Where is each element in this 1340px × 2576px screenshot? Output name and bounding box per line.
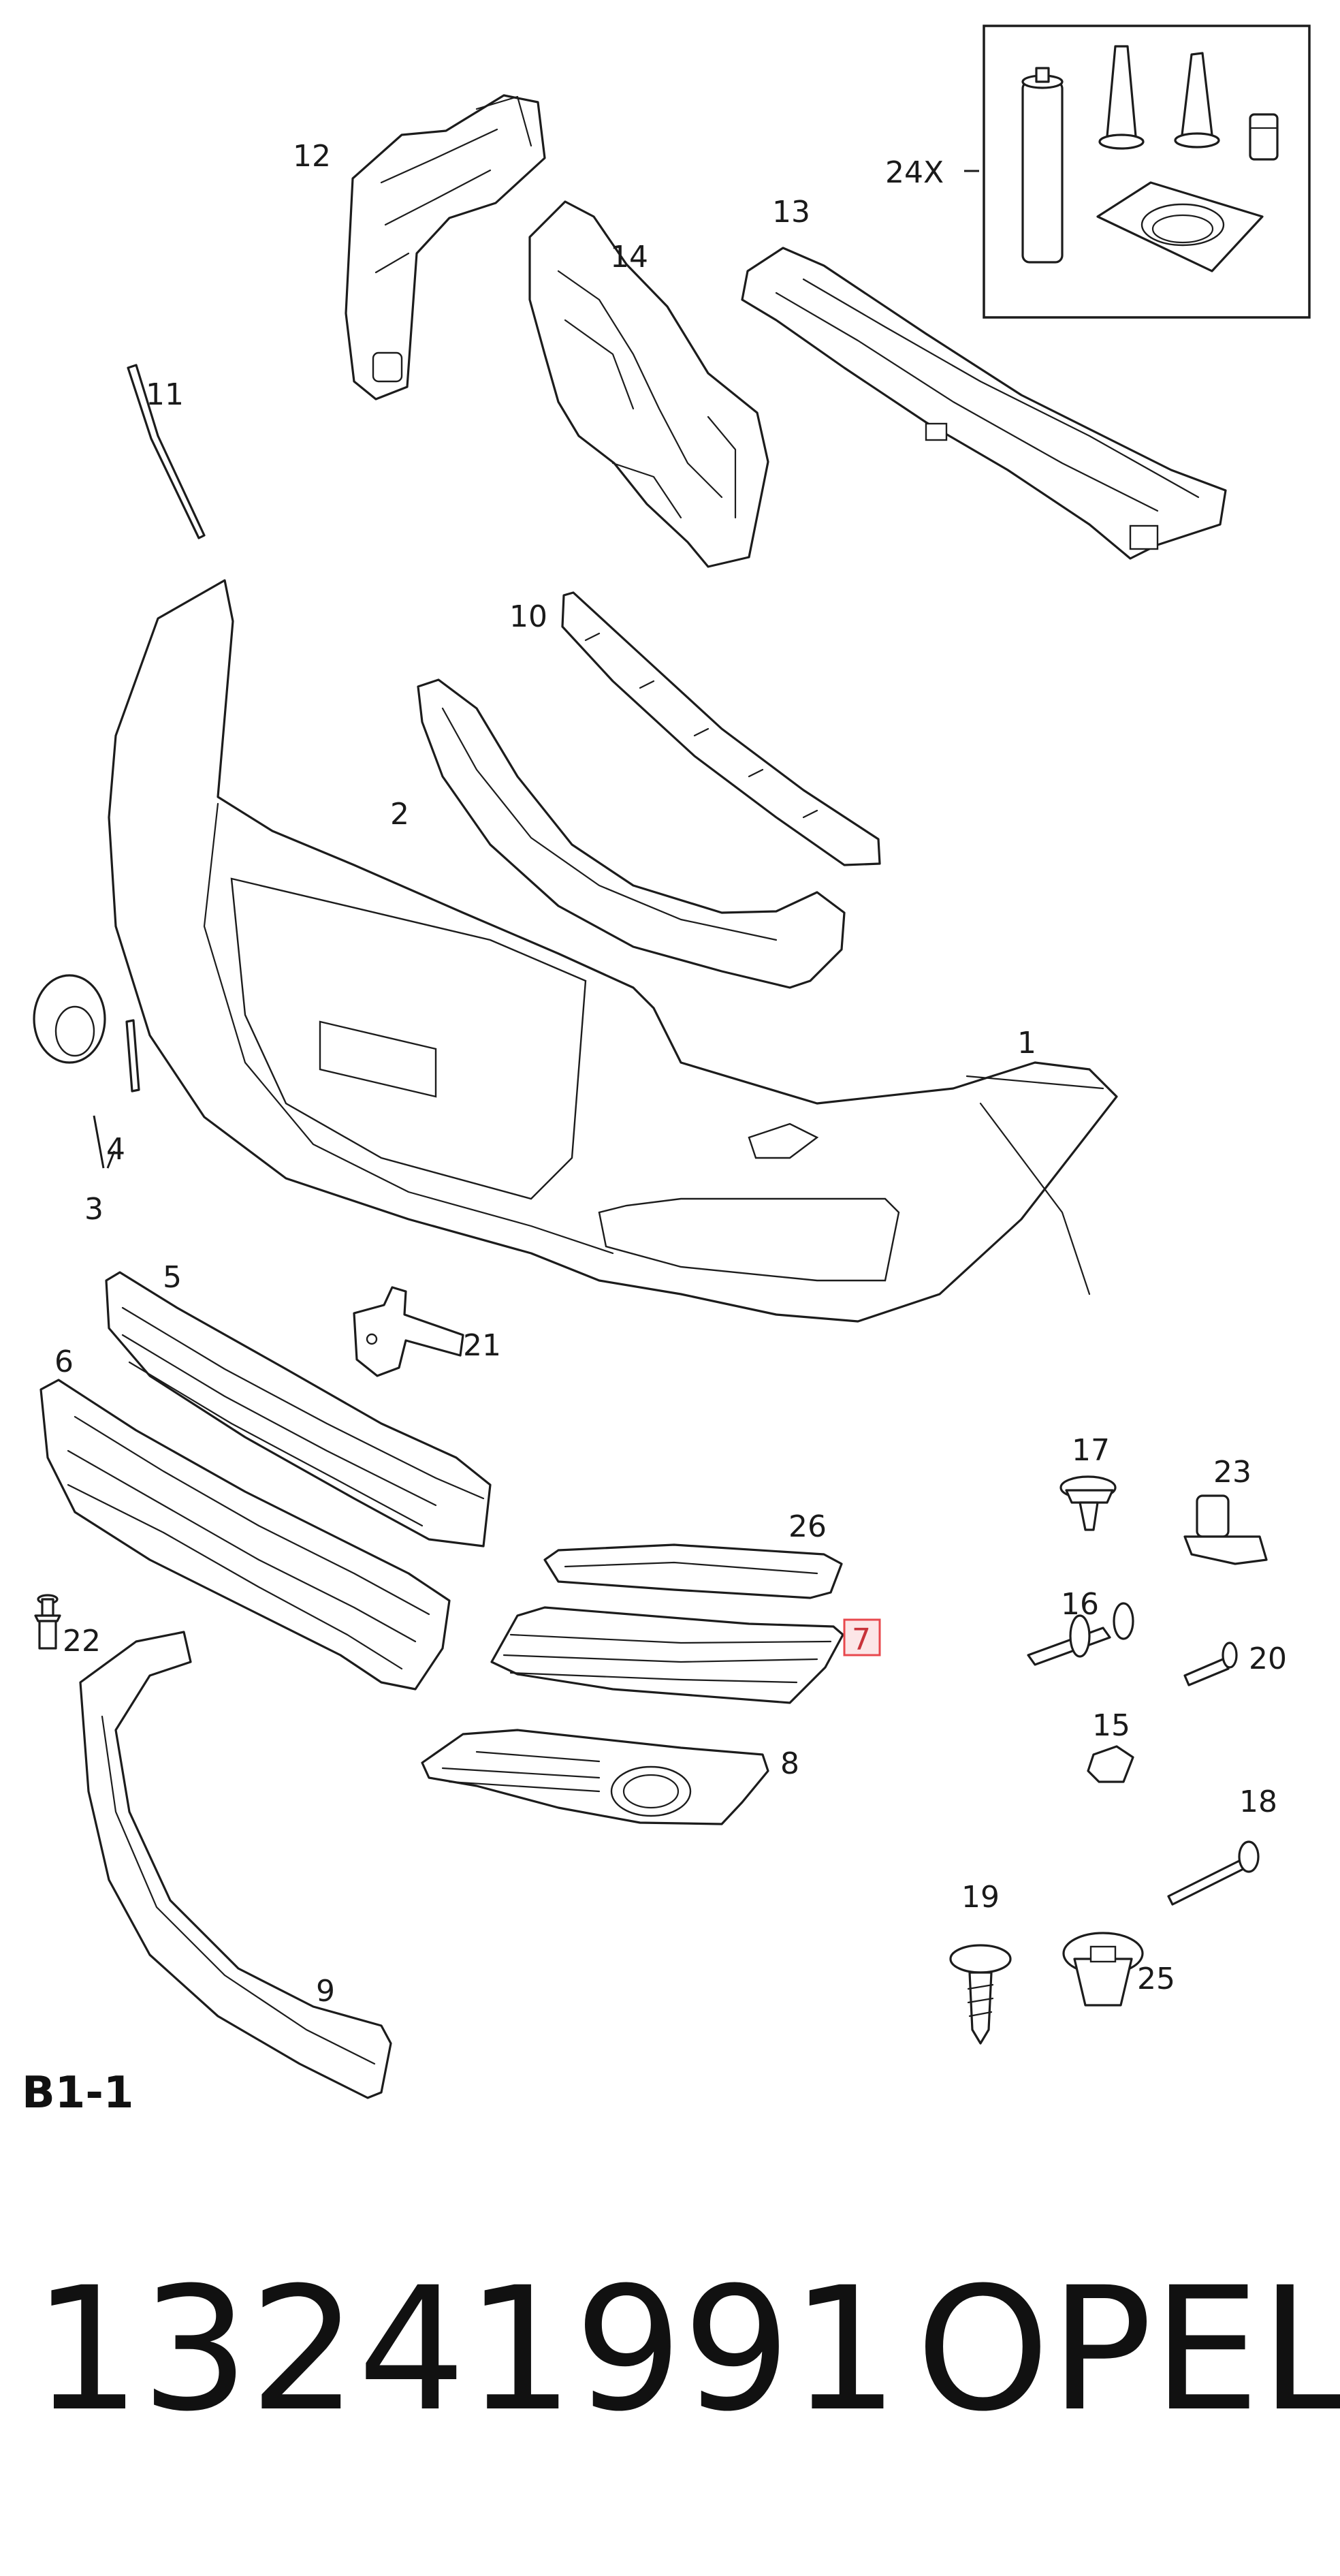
callout-20: 20 — [1249, 1642, 1287, 1676]
callout-24: 24X — [885, 155, 944, 190]
callout-18: 18 — [1239, 1785, 1277, 1819]
callout-13: 13 — [772, 195, 810, 230]
leader-lines — [93, 170, 979, 1169]
part-25-clip — [1062, 1932, 1144, 2007]
callout-10: 10 — [509, 599, 547, 634]
part-10-guard — [561, 591, 881, 866]
callout-17: 17 — [1072, 1433, 1110, 1468]
part-3-tow-cover — [33, 974, 140, 1093]
brand-name: OPEL — [916, 2250, 1340, 2449]
callout-6: 6 — [54, 1345, 74, 1379]
part-13-beam — [741, 247, 1227, 560]
part-12-bracket — [345, 94, 546, 400]
part-7-lower-grille — [490, 1606, 844, 1704]
callout-19: 19 — [961, 1880, 1000, 1915]
callout-21: 21 — [463, 1328, 501, 1363]
part-26-trim — [543, 1543, 843, 1599]
repair-kit-box — [983, 25, 1311, 319]
callout-9: 9 — [316, 1974, 335, 2009]
callout-5: 5 — [163, 1260, 182, 1295]
callout-3: 3 — [84, 1192, 103, 1227]
part-19-screw — [949, 1944, 1012, 2045]
highlight-7-box — [843, 1618, 881, 1656]
callout-12: 12 — [293, 139, 331, 174]
part-22-pin — [34, 1594, 61, 1650]
part-17-clip — [1059, 1475, 1117, 1531]
part-18-rivet — [1167, 1840, 1260, 1906]
callout-4: 4 — [106, 1132, 125, 1167]
part-8-fog-grille — [421, 1729, 769, 1825]
callout-8: 8 — [780, 1746, 799, 1781]
callout-26: 26 — [788, 1509, 827, 1544]
part-2-frame — [417, 678, 846, 989]
callout-15: 15 — [1092, 1708, 1130, 1743]
section-label: B1-1 — [22, 2068, 133, 2118]
part-15-nut — [1087, 1745, 1134, 1783]
part-11-strip — [127, 364, 206, 539]
part-20-screw — [1183, 1642, 1238, 1686]
part-1-bumper — [108, 579, 1118, 1323]
callout-14: 14 — [610, 240, 648, 274]
callout-16: 16 — [1061, 1587, 1099, 1622]
part-9-lower-lip — [79, 1631, 392, 2099]
callout-1: 1 — [1017, 1026, 1036, 1061]
part-16-bolt — [1027, 1602, 1134, 1666]
part-number: 13241991 — [33, 2250, 899, 2449]
part-14-absorber — [528, 200, 769, 568]
callout-7: 7 — [852, 1622, 871, 1657]
callout-2: 2 — [390, 797, 409, 832]
callout-25: 25 — [1137, 1962, 1175, 1996]
part-6-grille-surround — [39, 1379, 451, 1691]
callout-23: 23 — [1213, 1455, 1251, 1490]
callout-22: 22 — [63, 1624, 101, 1659]
highlight-7-fill — [844, 1620, 880, 1655]
part-21-bracket — [353, 1286, 464, 1377]
callout-11: 11 — [146, 377, 184, 412]
callout-labels: 1 2 3 4 5 6 7 8 9 10 11 12 13 14 15 16 1… — [54, 139, 1287, 2009]
part-5-upper-grille — [105, 1271, 492, 1548]
part-23-nut — [1183, 1494, 1268, 1565]
